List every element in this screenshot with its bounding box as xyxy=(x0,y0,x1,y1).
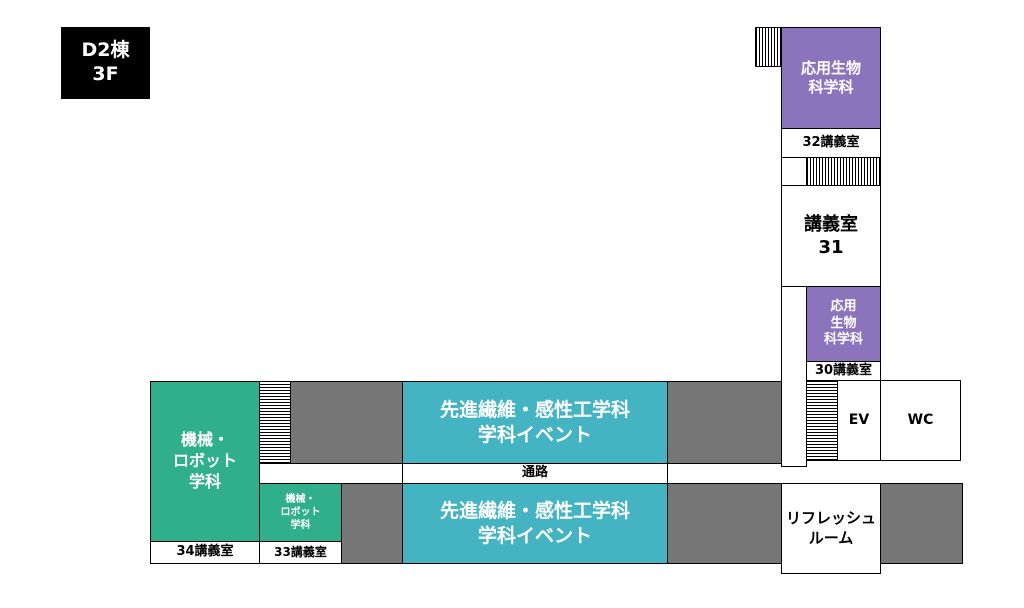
room-fiber-event-top[interactable]: 先進繊維・感性工学科 学科イベント xyxy=(402,381,668,464)
stairs-right xyxy=(806,380,838,461)
room-lecture-31[interactable]: 講義室 31 xyxy=(781,185,881,287)
room-applied-bio-small[interactable]: 応用 生物 科学科 xyxy=(806,286,881,362)
room-lecture-32[interactable]: 32講義室 xyxy=(781,128,881,158)
stairs-top xyxy=(755,27,782,67)
floor-label: D2棟 3F xyxy=(61,27,150,99)
stairs-upper xyxy=(806,157,881,186)
room-fiber-event-bottom[interactable]: 先進繊維・感性工学科 学科イベント xyxy=(402,483,668,564)
room-lecture-34[interactable]: 34講義室 xyxy=(150,541,260,564)
room-refresh[interactable]: リフレッシュ ルーム xyxy=(781,483,881,574)
small-room xyxy=(781,157,807,186)
room-lecture-30[interactable]: 30講義室 xyxy=(806,361,881,381)
area-gray-far-right xyxy=(880,483,963,564)
area-gray-lower-right xyxy=(667,483,782,564)
room-mech-robotics-large[interactable]: 機械・ ロボット 学科 xyxy=(150,381,260,542)
passage[interactable]: 通路 xyxy=(402,463,668,484)
room-mech-robotics-small[interactable]: 機械・ ロボット 学科 xyxy=(259,483,342,542)
restroom[interactable]: WC xyxy=(880,380,961,461)
area-gray-upper-right xyxy=(667,381,782,464)
area-gray-lower-left xyxy=(341,483,403,564)
room-lecture-33[interactable]: 33講義室 xyxy=(259,541,342,564)
elevator[interactable]: EV xyxy=(837,380,881,461)
stairs-left xyxy=(259,381,291,464)
room-applied-bio-top[interactable]: 応用生物 科学科 xyxy=(781,27,881,129)
area-gray-upper-left xyxy=(290,381,403,464)
corridor-vertical xyxy=(781,286,807,467)
corridor-left xyxy=(259,463,403,484)
